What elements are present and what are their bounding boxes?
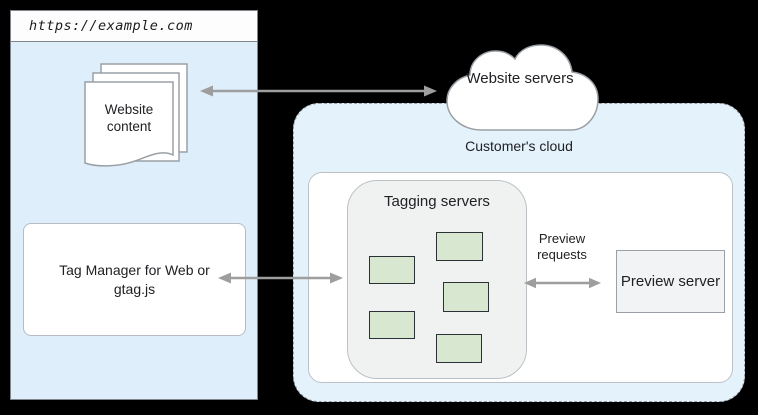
preview-requests-label: Preview requests bbox=[537, 231, 587, 262]
website-servers-label: Website servers bbox=[466, 70, 574, 87]
browser-titlebar: https://example.com bbox=[11, 11, 257, 42]
preview-server-label: Preview server bbox=[620, 272, 721, 290]
website-content-pages-icon bbox=[84, 63, 188, 167]
website-content-label: Website content bbox=[104, 102, 154, 134]
browser-window: https://example.com Website content Tag … bbox=[10, 10, 258, 400]
browser-url: https://example.com bbox=[29, 18, 193, 34]
server-chips bbox=[347, 180, 527, 379]
tag-manager-box: Tag Manager for Web or gtag.js bbox=[23, 223, 246, 336]
server-chip bbox=[443, 282, 489, 312]
server-chip bbox=[369, 256, 415, 284]
server-chip bbox=[436, 334, 482, 363]
tagging-servers-title: Tagging servers bbox=[384, 193, 490, 210]
customer-cloud-label: Customer's cloud bbox=[465, 138, 573, 154]
preview-server-box: Preview server bbox=[616, 250, 725, 313]
server-chip bbox=[436, 232, 483, 261]
tag-manager-label: Tag Manager for Web or gtag.js bbox=[59, 261, 210, 297]
server-chip bbox=[369, 311, 415, 339]
website-servers-cloud-icon bbox=[446, 44, 599, 131]
